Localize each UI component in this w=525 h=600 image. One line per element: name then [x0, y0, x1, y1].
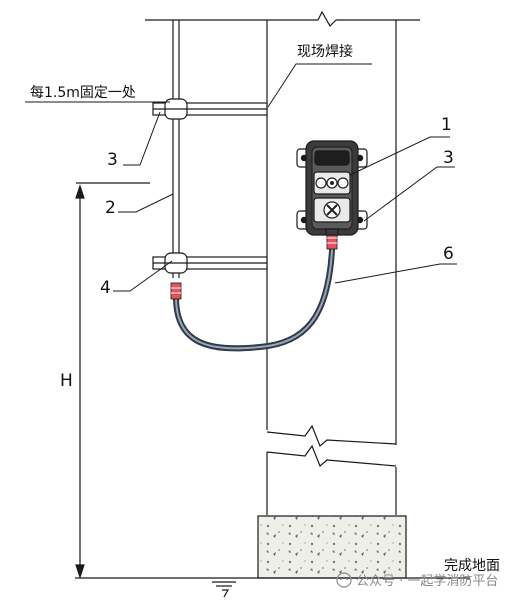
callout-1: 1	[441, 115, 452, 135]
fix-interval-label: 每1.5m固定一处	[30, 85, 136, 101]
top-boundary	[145, 10, 420, 27]
flexible-hose	[173, 247, 335, 352]
callout-3-upper: 3	[107, 150, 118, 170]
watermark-text: 公众号 · 一起学消防平台	[356, 573, 498, 589]
building-column	[266, 20, 397, 515]
callout-3-right: 3	[443, 148, 454, 168]
callout-6: 6	[443, 244, 454, 264]
vertical-conduit	[172, 20, 180, 278]
hose-joint-left	[170, 282, 182, 300]
concrete-foundation	[257, 515, 407, 579]
site-welding-label: 现场焊接	[297, 43, 353, 60]
ground-symbol	[212, 581, 236, 598]
finished-ground-label: 完成地面	[444, 558, 500, 574]
callout-4: 4	[100, 278, 111, 298]
column-break-mark	[266, 424, 397, 468]
height-dimension	[75, 182, 150, 579]
height-label: H	[60, 371, 73, 391]
leader-lines	[25, 63, 457, 292]
wechat-icon	[336, 572, 352, 588]
upper-bracket	[152, 98, 268, 120]
junction-box	[296, 140, 368, 236]
callout-2: 2	[105, 198, 116, 218]
watermark: 公众号 · 一起学消防平台	[336, 572, 498, 589]
lower-bracket	[152, 252, 268, 274]
